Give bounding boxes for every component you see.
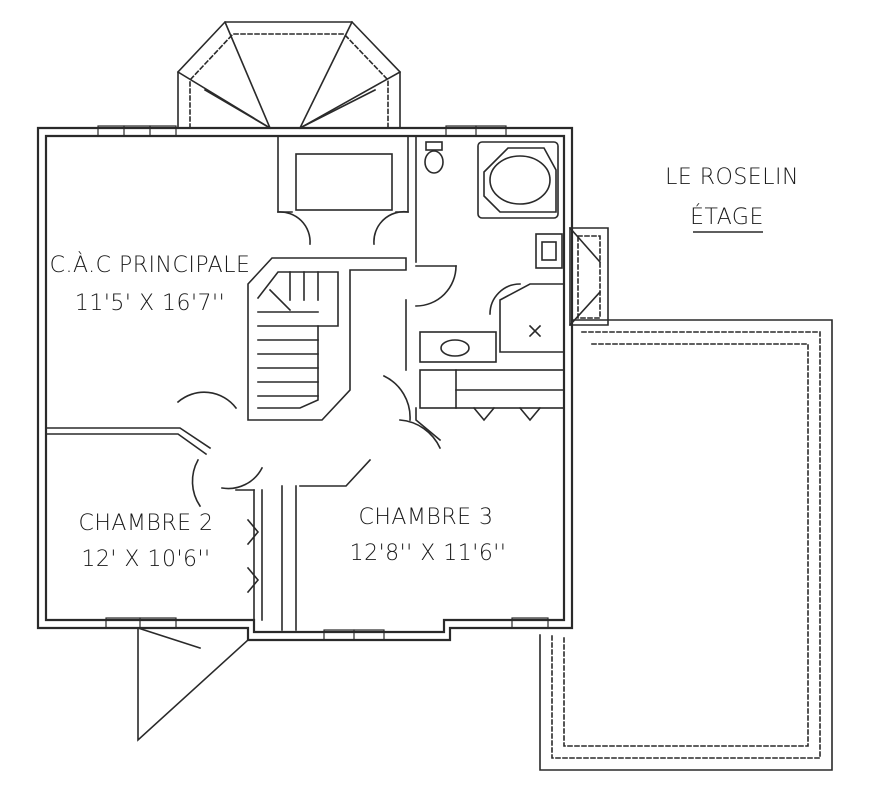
- room-name: CHAMBRE 3: [358, 505, 493, 530]
- garage-roof: [539, 319, 833, 771]
- windows: [97, 125, 549, 641]
- plan-title: LE ROSELIN ÉTAGE: [665, 165, 799, 233]
- bathroom: [415, 135, 565, 363]
- plan-level: ÉTAGE: [690, 204, 764, 230]
- hall-closets: [405, 299, 565, 422]
- room-label-bedroom2: CHAMBRE 2 12' X 10'6'': [78, 511, 213, 572]
- door-swings: [176, 374, 442, 594]
- bay-window-top: [176, 20, 402, 130]
- plan-name: LE ROSELIN: [665, 165, 799, 190]
- room-dimensions: 11'5' X 16'7'': [75, 291, 225, 316]
- interior-walls: [45, 407, 442, 631]
- room-dimensions: 12' X 10'6'': [81, 547, 210, 572]
- room-label-bedroom3: CHAMBRE 3 12'8'' X 11'6'': [350, 505, 507, 566]
- closet-master: [277, 135, 409, 245]
- bay-window-right: [568, 226, 609, 327]
- staircase: [247, 257, 407, 421]
- room-name: CHAMBRE 2: [78, 511, 213, 536]
- room-dimensions: 12'8'' X 11'6'': [350, 541, 507, 566]
- room-label-master: C.À.C PRINCIPALE 11'5' X 16'7'': [50, 252, 251, 316]
- porch-roof: [136, 626, 250, 742]
- room-name: C.À.C PRINCIPALE: [50, 252, 251, 278]
